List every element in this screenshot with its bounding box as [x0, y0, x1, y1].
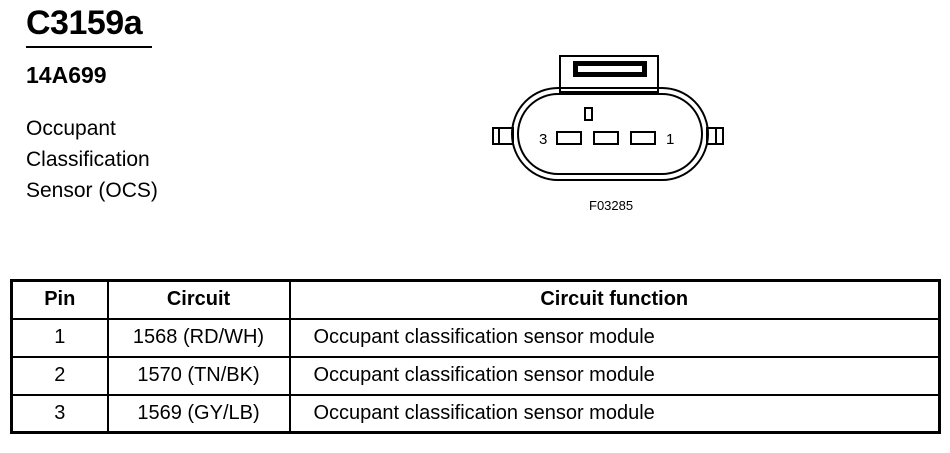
locking-tab-slot	[578, 66, 642, 72]
header-circuit-function: Circuit function	[288, 279, 941, 320]
pin-label-3: 3	[539, 131, 547, 148]
header-pin: Pin	[10, 279, 109, 320]
pinout-table: Pin Circuit Circuit function 1 1568 (RD/…	[10, 279, 941, 434]
connector-id-underline	[26, 46, 152, 48]
keyway-notch	[584, 107, 593, 121]
circuit-cell: 1568 (RD/WH)	[106, 317, 291, 358]
circuit-cell: 1569 (GY/LB)	[106, 393, 291, 434]
table-row: 2 1570 (TN/BK) Occupant classification s…	[10, 355, 941, 396]
pin-cavity-1	[630, 131, 656, 145]
figure-id: F03285	[589, 198, 634, 213]
function-cell: Occupant classification sensor module	[288, 355, 941, 396]
part-number: 14A699	[26, 62, 107, 88]
table-header-row: Pin Circuit Circuit function	[10, 279, 941, 320]
header-circuit: Circuit	[106, 279, 291, 320]
pin-label-1: 1	[666, 131, 674, 148]
connector-id: C3159a	[26, 4, 143, 42]
locking-tab	[559, 55, 659, 93]
circuit-cell: 1570 (TN/BK)	[106, 355, 291, 396]
pin-cavity-3	[556, 131, 582, 145]
component-name-line: Sensor (OCS)	[26, 179, 158, 202]
table-row: 1 1568 (RD/WH) Occupant classification s…	[10, 317, 941, 358]
component-name-line: Classification	[26, 148, 150, 171]
pin-cavity-2	[593, 131, 619, 145]
pin-cell: 3	[10, 393, 109, 434]
component-name-line: Occupant	[26, 117, 116, 140]
component-name: Occupant Classification Sensor (OCS)	[26, 113, 158, 206]
function-cell: Occupant classification sensor module	[288, 317, 941, 358]
pin-cell: 2	[10, 355, 109, 396]
pin-cell: 1	[10, 317, 109, 358]
table-row: 3 1569 (GY/LB) Occupant classification s…	[10, 393, 941, 434]
function-cell: Occupant classification sensor module	[288, 393, 941, 434]
side-latch-left	[492, 127, 514, 145]
connector-housing-inner	[517, 93, 703, 175]
connector-face-diagram: 3 1	[492, 55, 724, 181]
